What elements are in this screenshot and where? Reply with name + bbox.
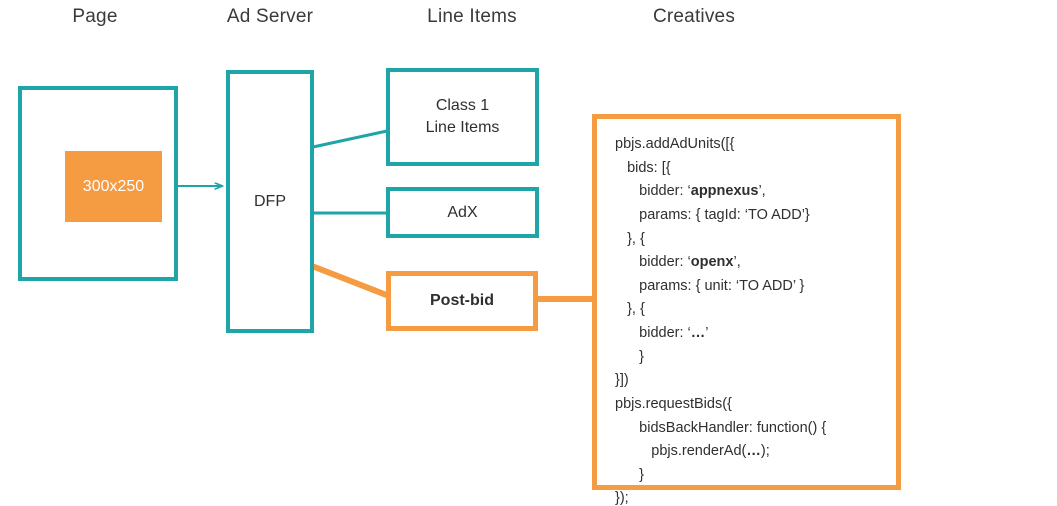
column-header-creatives: Creatives bbox=[652, 6, 736, 27]
dfp-box[interactable]: DFP bbox=[226, 70, 314, 333]
post-bid-label: Post-bid bbox=[430, 292, 494, 310]
creative-code-text: pbjs.addAdUnits([{ bids: [{ bidder: ‘app… bbox=[615, 136, 827, 506]
creative-code-box[interactable]: pbjs.addAdUnits([{ bids: [{ bidder: ‘app… bbox=[592, 114, 901, 506]
class1-line-items-box[interactable]: Class 1 Line Items bbox=[386, 68, 539, 166]
column-header-line-items: Line Items bbox=[427, 6, 517, 27]
ad-slot-300x250[interactable]: 300x250 bbox=[65, 151, 162, 222]
class1-label-line2: Line Items bbox=[425, 119, 500, 136]
column-header-ad-server: Ad Server bbox=[226, 6, 314, 27]
ad-slot-label: 300x250 bbox=[82, 177, 145, 195]
connector-dfp-to-postbid bbox=[309, 263, 392, 299]
dfp-label: DFP bbox=[254, 192, 286, 210]
post-bid-box[interactable]: Post-bid bbox=[386, 271, 538, 331]
connector-dfp-to-class1 bbox=[312, 129, 388, 149]
class1-label-line1: Class 1 bbox=[435, 97, 490, 115]
adx-label: AdX bbox=[447, 203, 478, 221]
adx-box[interactable]: AdX bbox=[386, 187, 539, 238]
class1-label: Class 1 Line Items bbox=[426, 95, 500, 138]
column-header-page: Page bbox=[72, 6, 118, 27]
